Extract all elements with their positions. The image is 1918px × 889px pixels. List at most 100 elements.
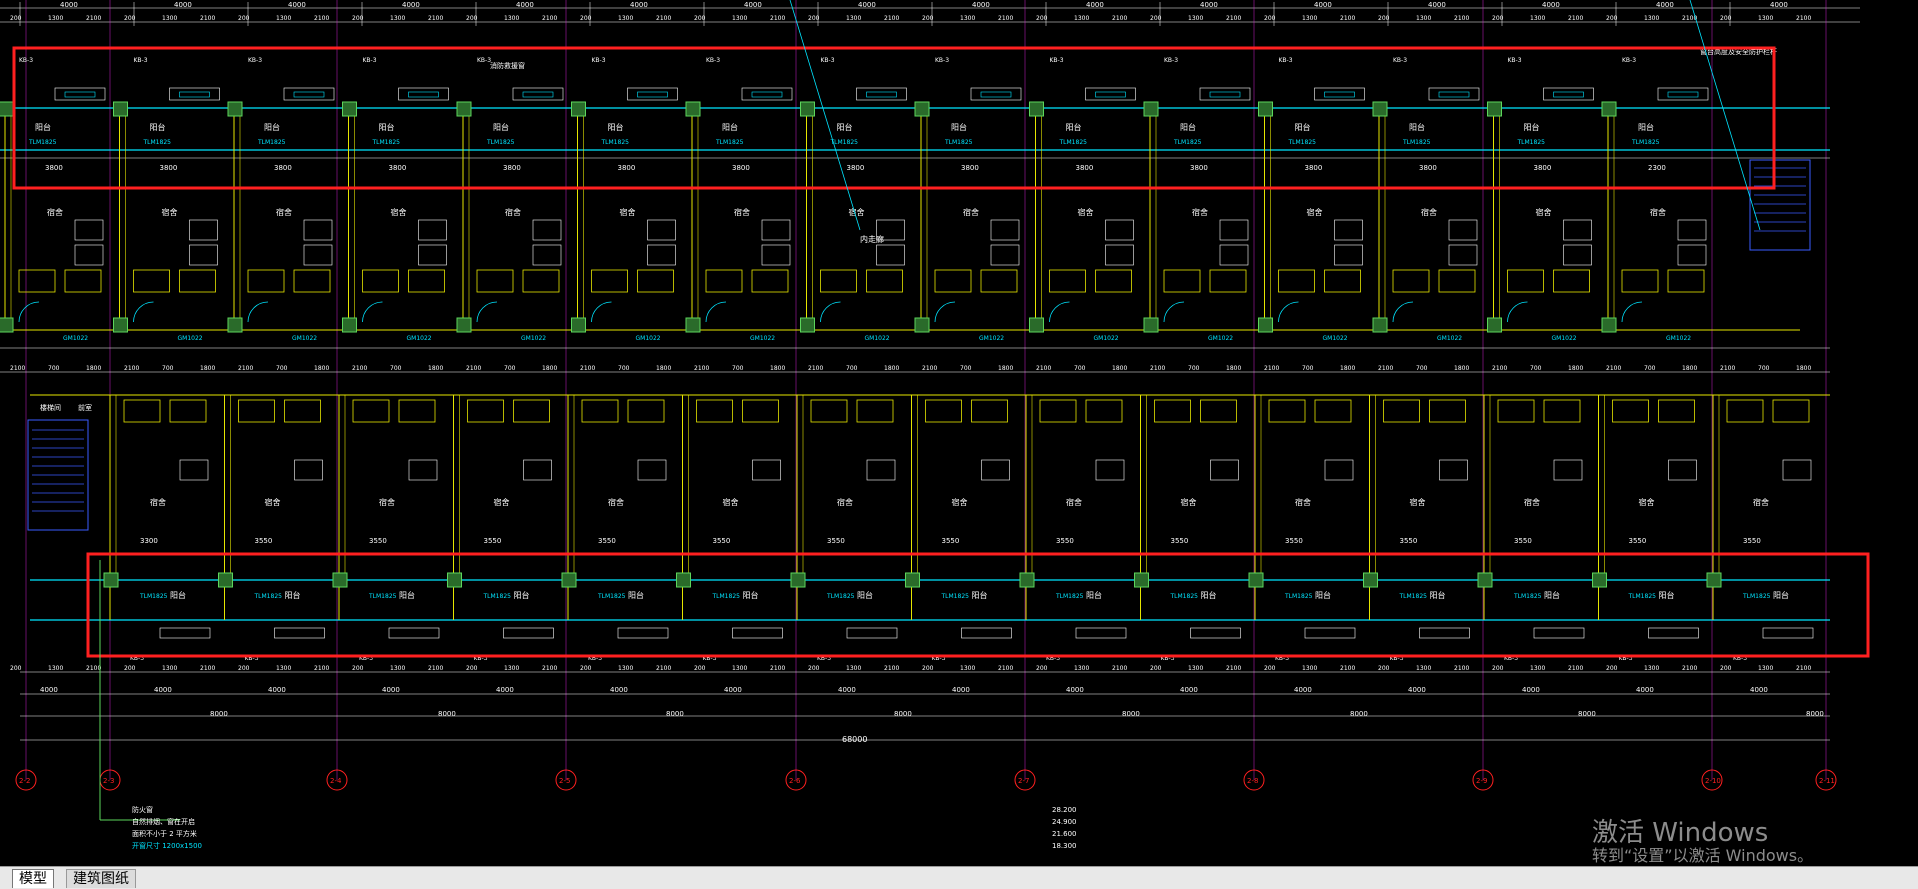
bracket-code-label: KB-3 — [477, 57, 491, 64]
axis-bubble — [1014, 769, 1036, 791]
bracket-code-label: KB-3 — [248, 57, 262, 64]
room-label: 宿舍 — [47, 207, 63, 217]
room-label: 宿舍 — [379, 497, 395, 507]
bracket-code-label: KB-3 — [1619, 655, 1633, 662]
corridor-dimension-text: 1800 — [1796, 365, 1811, 372]
room-width-text: 3800 — [503, 164, 521, 172]
bay-dimension-text: 8000 — [210, 710, 228, 718]
balcony-label: 阳台 — [722, 122, 738, 132]
bathroom-fixture — [1278, 269, 1315, 293]
bathroom-fixture — [1497, 399, 1535, 423]
window-symbol — [159, 627, 211, 639]
window-code-label: TLM1825 — [1631, 139, 1660, 146]
door-code-label: GM1022 — [636, 335, 661, 342]
desk-furniture — [752, 459, 781, 481]
window-symbol — [732, 627, 783, 639]
sub-dimension-text: 2100 — [884, 15, 899, 22]
window-code-label: TLM1825 — [1742, 593, 1771, 600]
window-code-label: TLM1825 — [1517, 139, 1546, 146]
window-pane — [1667, 91, 1699, 98]
bathroom-fixture — [169, 399, 207, 423]
structural-column — [332, 572, 348, 588]
door-swing — [1621, 301, 1643, 323]
window-code-label: TLM1825 — [1399, 593, 1428, 600]
desk-furniture — [866, 459, 896, 481]
sub-dimension-text: 2100 — [86, 15, 101, 22]
window-symbol — [1085, 87, 1136, 101]
corridor-dimension-text: 1800 — [1454, 365, 1469, 372]
structural-column — [571, 101, 586, 117]
window-symbol — [970, 87, 1022, 101]
window-symbol — [274, 627, 325, 639]
bathroom-fixture — [627, 399, 665, 423]
bottom-sub-dimension: 2100 — [314, 665, 329, 672]
sub-dimension-text: 1300 — [1074, 15, 1089, 22]
elevation-text: 18.300 — [1052, 842, 1077, 850]
window-symbol — [512, 87, 564, 101]
sub-dimension-text: 2100 — [1682, 15, 1697, 22]
bottom-sub-dimension: 1300 — [48, 665, 63, 672]
desk-furniture — [990, 219, 1020, 241]
window-code-label: TLM1825 — [143, 139, 172, 146]
bracket-code-label: KB-3 — [1393, 57, 1407, 64]
corridor-dimension-text: 700 — [960, 365, 972, 372]
top-dimension-text: 4000 — [630, 1, 648, 9]
bathroom-fixture — [1507, 269, 1544, 293]
bottom-sub-dimension: 200 — [694, 665, 706, 672]
door-swing — [1163, 301, 1185, 323]
bottom-dimension-text: 4000 — [1408, 686, 1426, 694]
corridor-dimension-text: 700 — [1302, 365, 1314, 372]
tab-architecture-drawing[interactable]: 建筑图纸 — [66, 869, 136, 888]
window-symbol — [846, 627, 898, 639]
bottom-sub-dimension: 2100 — [1682, 665, 1697, 672]
room-label: 宿舍 — [1078, 207, 1094, 217]
room-label: 宿舍 — [505, 207, 521, 217]
desk-furniture — [1563, 219, 1592, 241]
structural-column — [1019, 572, 1035, 588]
desk-furniture — [647, 219, 676, 241]
top-dimension-text: 4000 — [1200, 1, 1218, 9]
corridor-dimension-text: 2100 — [694, 365, 709, 372]
bathroom-fixture — [1209, 269, 1247, 293]
tab-model[interactable]: 模型 — [12, 869, 54, 888]
door-swing — [705, 301, 727, 323]
activation-watermark-subtitle: 转到“设置”以激活 Windows。 — [1592, 846, 1814, 865]
bottom-sub-dimension: 2100 — [542, 665, 557, 672]
corridor-dimension-text: 2100 — [1492, 365, 1507, 372]
sub-dimension-text: 2100 — [1340, 15, 1355, 22]
door-swing — [247, 301, 269, 323]
door-code-label: GM1022 — [1323, 335, 1348, 342]
bracket-code-label: KB-3 — [703, 655, 717, 662]
bathroom-fixture — [64, 269, 102, 293]
axis-bubble-label: 2-6 — [789, 777, 801, 785]
bathroom-fixture — [1726, 399, 1764, 423]
desk-furniture — [1782, 459, 1812, 481]
room-label: 宿舍 — [952, 497, 968, 507]
window-symbol — [1533, 627, 1585, 639]
elevation-text: 21.600 — [1052, 830, 1077, 838]
balcony-label: 阳台 — [1430, 590, 1446, 600]
window-code-label: TLM1825 — [486, 139, 515, 146]
elevation-text: 24.900 — [1052, 818, 1077, 826]
bottom-sub-dimension: 2100 — [1340, 665, 1355, 672]
window-symbol — [627, 87, 678, 101]
window-code-label: TLM1825 — [1170, 593, 1199, 600]
door-swing — [1049, 301, 1070, 323]
room-width-text: 3550 — [942, 537, 960, 545]
corridor-dimension-text: 1800 — [86, 365, 101, 372]
bathroom-fixture — [1772, 399, 1810, 423]
room-width-text: 3550 — [827, 537, 845, 545]
room-label: 宿舍 — [620, 207, 636, 217]
room-label: 宿舍 — [391, 207, 407, 217]
corridor-dimension-text: 1800 — [1112, 365, 1127, 372]
bottom-sub-dimension: 200 — [1378, 665, 1390, 672]
sub-dimension-text: 2100 — [998, 15, 1013, 22]
bottom-sub-dimension: 1300 — [1188, 665, 1203, 672]
bay-dimension-text: 8000 — [1122, 710, 1140, 718]
sub-dimension-text: 1300 — [1530, 15, 1545, 22]
window-symbol — [856, 87, 907, 101]
balcony-label: 阳台 — [379, 122, 395, 132]
structural-column — [676, 572, 691, 588]
